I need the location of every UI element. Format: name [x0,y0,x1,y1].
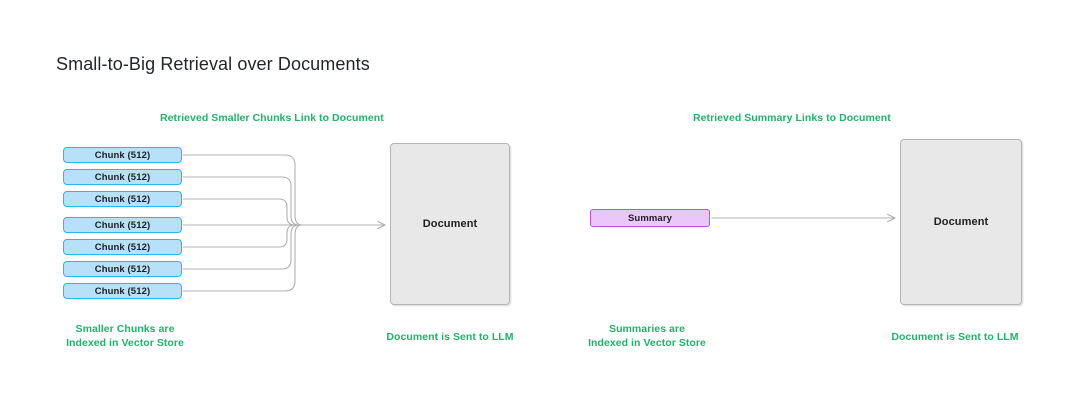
document-box-right[interactable]: Document [900,139,1022,305]
summaries-caption-line2: Indexed in Vector Store [588,337,706,349]
chunk-box[interactable]: Chunk (512) [63,217,182,233]
chunk-label: Chunk (512) [94,285,151,297]
chunks-caption: Smaller Chunks are Indexed in Vector Sto… [30,322,220,350]
chunks-caption-line1: Smaller Chunks are [75,323,175,335]
right-panel-heading: Retrieved Summary Links to Document [693,112,891,124]
document-label: Document [933,216,989,228]
chunk-label: Chunk (512) [94,241,151,253]
document-box-left[interactable]: Document [390,143,510,305]
chunk-box[interactable]: Chunk (512) [63,169,182,185]
summary-label: Summary [628,212,672,224]
document-label: Document [422,218,478,230]
page-title: Small-to-Big Retrieval over Documents [56,54,370,74]
chunk-label: Chunk (512) [94,193,151,205]
chunk-label: Chunk (512) [94,149,151,161]
summary-box[interactable]: Summary [590,209,710,227]
chunks-caption-line2: Indexed in Vector Store [66,337,184,349]
chunk-box[interactable]: Chunk (512) [63,283,182,299]
chunk-label: Chunk (512) [94,171,151,183]
document-caption-left: Document is Sent to LLM [386,331,514,343]
chunk-label: Chunk (512) [94,263,151,275]
chunk-label: Chunk (512) [94,219,151,231]
summaries-caption: Summaries are Indexed in Vector Store [547,322,747,350]
chunk-box[interactable]: Chunk (512) [63,239,182,255]
chunk-box[interactable]: Chunk (512) [63,147,182,163]
left-panel-heading: Retrieved Smaller Chunks Link to Documen… [160,112,384,124]
chunk-box[interactable]: Chunk (512) [63,261,182,277]
summaries-caption-line1: Summaries are [609,323,685,335]
document-caption-right: Document is Sent to LLM [891,331,1019,343]
chunk-box[interactable]: Chunk (512) [63,191,182,207]
